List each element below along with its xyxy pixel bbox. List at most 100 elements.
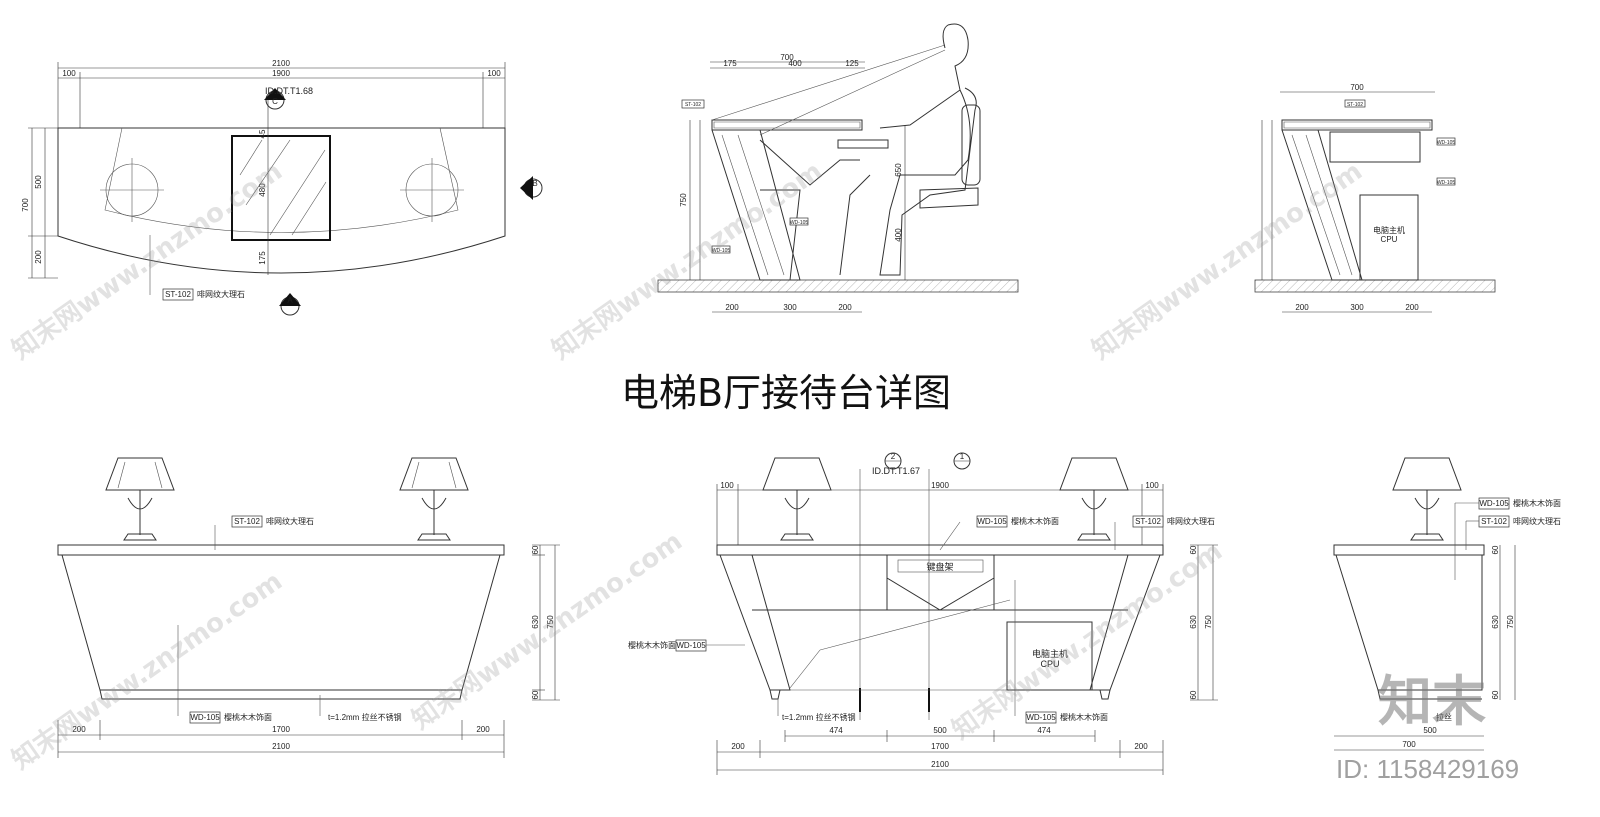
elev-back-keyboard-label: 键盘架 [926, 561, 953, 572]
sec-right-bot-1: 300 [1350, 303, 1364, 312]
elevation-side: WD-105 樱桃木木饰面 ST-102 啡网纹大理石 拉丝 60 630 60… [1333, 457, 1561, 751]
elev-back-inner-c: 474 [1037, 726, 1051, 735]
elev-front-tag-body-text: 樱桃木木饰面 [224, 712, 272, 722]
sec-right-bot-2: 200 [1405, 303, 1419, 312]
watermark-text: 知末网www.znzmo.com [547, 156, 828, 365]
lamp-left [105, 457, 175, 541]
elev-front-dim-top: 60 [531, 545, 540, 554]
sec-mid-tag-1: WD-105 [790, 220, 809, 226]
plan-dim-upper: 500 [34, 175, 43, 189]
elev-back-cpu-sub: CPU [1040, 659, 1059, 669]
elev-side-tag-st-text: 啡网纹大理石 [1513, 516, 1561, 526]
sec-right-tag-2: WD-105 [1437, 180, 1456, 186]
elev-back-dim-overall: 750 [1204, 615, 1213, 629]
watermark-id: ID: 1158429169 [1336, 754, 1519, 784]
elev-back-tag-wd-top-code: WD-105 [977, 517, 1007, 526]
elev-side-dim-bottom: 60 [1491, 690, 1500, 699]
elev-side-tag-wd-text: 樱桃木木饰面 [1513, 498, 1561, 508]
sec-right-bot-0: 200 [1295, 303, 1309, 312]
section-marker-b[interactable]: B [520, 176, 543, 200]
svg-text:B: B [532, 179, 537, 188]
elev-front-dim-mid: 630 [531, 615, 540, 629]
watermark-text: 知末网www.znzmo.com [7, 156, 288, 365]
plan-dim-middle: 1900 [272, 69, 290, 78]
plan-dim-overall: 2100 [272, 59, 290, 68]
sec-right-dim-top: 700 [1350, 83, 1364, 92]
elev-back-tag-wd-bottom-code: WD-105 [1026, 713, 1056, 722]
elev-back-bot-left: 200 [731, 742, 745, 751]
elev-front-dim-bottom: 60 [531, 690, 540, 699]
sec-mid-dim-1: 175 [723, 59, 737, 68]
plan-tag-text: 啡网纹大理石 [197, 289, 245, 299]
elev-back-bot-right: 200 [1134, 742, 1148, 751]
elev-back-tag-st-text: 啡网纹大理石 [1167, 516, 1215, 526]
sec-mid-tag-0: ST-102 [685, 102, 701, 108]
sec-right-tag-1: WD-105 [1437, 140, 1456, 146]
elev-back-tag-wd-top-text: 樱桃木木饰面 [1011, 516, 1059, 526]
elev-side-dim-inner: 500 [1423, 726, 1437, 735]
sec-mid-dim-3: 125 [845, 59, 859, 68]
elev-back-detail-ref: ID.DT.T1.67 [872, 466, 920, 476]
elev-front-tag-top-text: 啡网纹大理石 [266, 516, 314, 526]
elev-side-tag-wd-code: WD-105 [1479, 499, 1509, 508]
sec-right-cpu-label: 电脑主机 [1373, 225, 1405, 235]
elev-back-dim-mid: 630 [1189, 615, 1198, 629]
sec-mid-bot-1: 300 [783, 303, 797, 312]
sec-mid-dim-0: 700 [780, 53, 794, 62]
plan-dim-lower: 200 [34, 250, 43, 264]
elev-back-tag-st-code: ST-102 [1135, 517, 1161, 526]
sec-mid-h-1: 400 [894, 228, 903, 242]
plan-detail-ref: ID.DT.T1.68 [265, 86, 313, 96]
ref-marker-2[interactable]: 2 [859, 452, 902, 720]
svg-text:C: C [272, 97, 278, 106]
plan-view: 2100 1900 100 100 700 500 200 45 480 175 [21, 59, 543, 316]
sec-right-tag-0: ST-102 [1347, 102, 1363, 108]
elev-back-tag-wd-left-text: 樱桃木木饰面 [628, 640, 676, 650]
elev-back-dim-top-middle: 1900 [931, 481, 949, 490]
elev-front-bot-right: 200 [476, 725, 490, 734]
lamp-side [1392, 457, 1462, 541]
svg-text:A: A [287, 296, 293, 305]
elev-back-inner-a: 474 [829, 726, 843, 735]
elev-front-tag-body-code: WD-105 [190, 713, 220, 722]
svg-text:1: 1 [960, 452, 965, 461]
plan-dim-b: 480 [258, 183, 267, 197]
plan-tag-code: ST-102 [165, 290, 191, 299]
elev-back-bot-overall: 2100 [931, 760, 949, 769]
elevation-back: 100 1900 100 2 1 ID.DT.T1.67 键盘 [628, 452, 1218, 775]
sec-mid-bot-2: 200 [838, 303, 852, 312]
elev-back-bot-middle: 1700 [931, 742, 949, 751]
elev-back-inner-b: 500 [933, 726, 947, 735]
elev-front-bot-overall: 2100 [272, 742, 290, 751]
sec-mid-tag-2: WD-105 [712, 248, 731, 254]
elev-front-bot-left: 200 [72, 725, 86, 734]
plan-dim-a: 45 [258, 129, 267, 138]
drawing-title: 电梯B厅接待台详图 [621, 371, 951, 415]
section-view-right: 700 电脑主机 CPU ST-102 WD-105 WD-105 200 30… [1254, 83, 1496, 313]
watermark-logo: 知末 [1378, 670, 1486, 733]
elev-front-dim-overall: 750 [546, 615, 555, 629]
elev-side-tag-st-code: ST-102 [1481, 517, 1507, 526]
elev-front-bot-middle: 1700 [272, 725, 290, 734]
elev-back-dim-top: 60 [1189, 545, 1198, 554]
plan-dim-left: 100 [62, 69, 76, 78]
ref-marker-1[interactable]: 1 [928, 452, 971, 720]
watermark-text: 知末网www.znzmo.com [407, 526, 688, 735]
section-marker-c[interactable]: C [264, 88, 286, 110]
elev-back-cpu-label: 电脑主机 [1032, 648, 1068, 659]
elev-back-dim-top-right: 100 [1145, 481, 1159, 490]
elev-side-steel-note: 拉丝 [1436, 712, 1452, 722]
elev-back-steel-note: t=1.2mm 拉丝不锈钢 [782, 712, 856, 722]
plan-dim-depth: 700 [21, 198, 30, 212]
plan-dim-right: 100 [487, 69, 501, 78]
lamp-back-right [1059, 457, 1129, 541]
elevation-front: ST-102 啡网纹大理石 WD-105 樱桃木木饰面 t=1.2mm 拉丝不锈… [57, 457, 560, 758]
elev-front-steel-note: t=1.2mm 拉丝不锈钢 [328, 712, 402, 722]
elev-back-tag-wd-bottom-text: 樱桃木木饰面 [1060, 712, 1108, 722]
elev-back-dim-top-left: 100 [720, 481, 734, 490]
elev-front-tag-top-code: ST-102 [234, 517, 260, 526]
elev-side-dim-mid: 630 [1491, 615, 1500, 629]
sec-mid-dim-2: 400 [788, 59, 802, 68]
section-marker-a[interactable]: A [279, 293, 301, 316]
